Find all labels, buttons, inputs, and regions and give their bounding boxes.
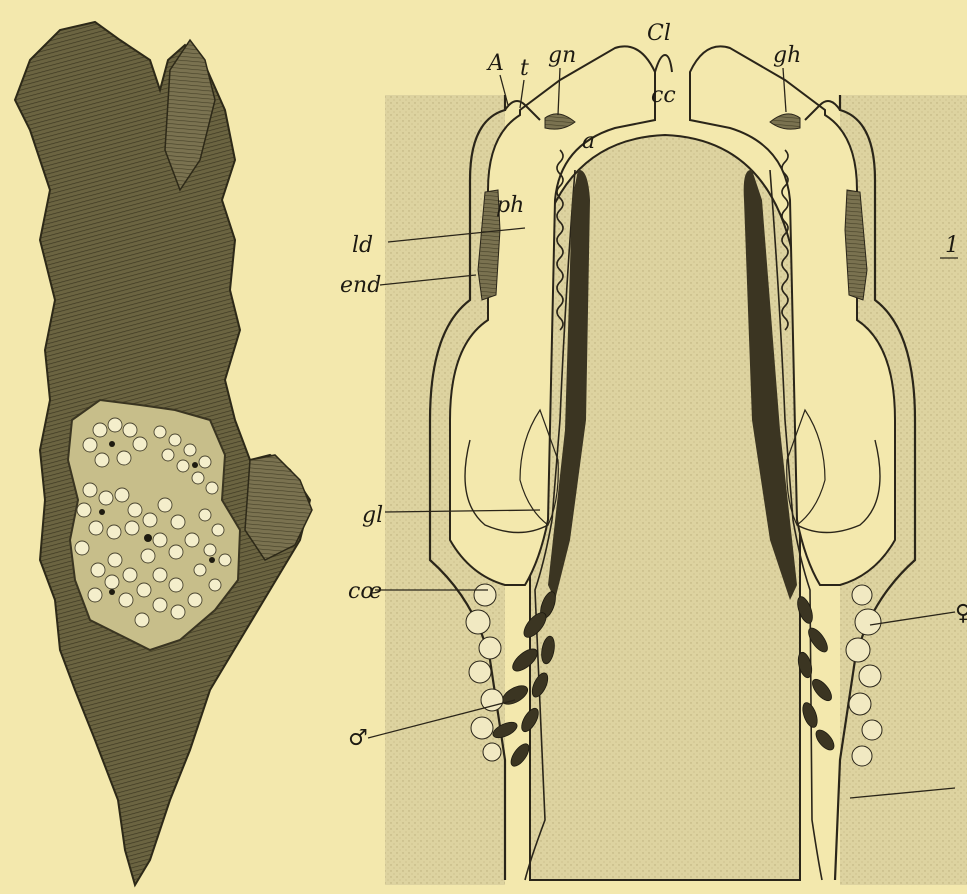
label-cc: cc [651,83,676,108]
colony-figure [15,22,312,885]
label-female-partial: ♀ [955,601,967,626]
label-a-lower: a [582,129,595,154]
section-figure [385,46,967,885]
label-t: t [520,56,529,81]
label-gl: gl [362,503,383,528]
label-a-upper: A [486,51,504,76]
colony-lobe-right [245,455,312,560]
label-ph: ph [496,193,524,218]
label-ld: ld [352,233,373,258]
cloacal-opening [655,55,672,72]
label-one: 1 [945,233,959,258]
label-gh: gh [773,43,801,68]
label-gn: gn [548,43,576,68]
label-male: ♂ [348,726,368,751]
label-cl: Cl [647,21,671,46]
label-end: end [340,273,381,298]
label-coe: cœ [348,579,382,604]
